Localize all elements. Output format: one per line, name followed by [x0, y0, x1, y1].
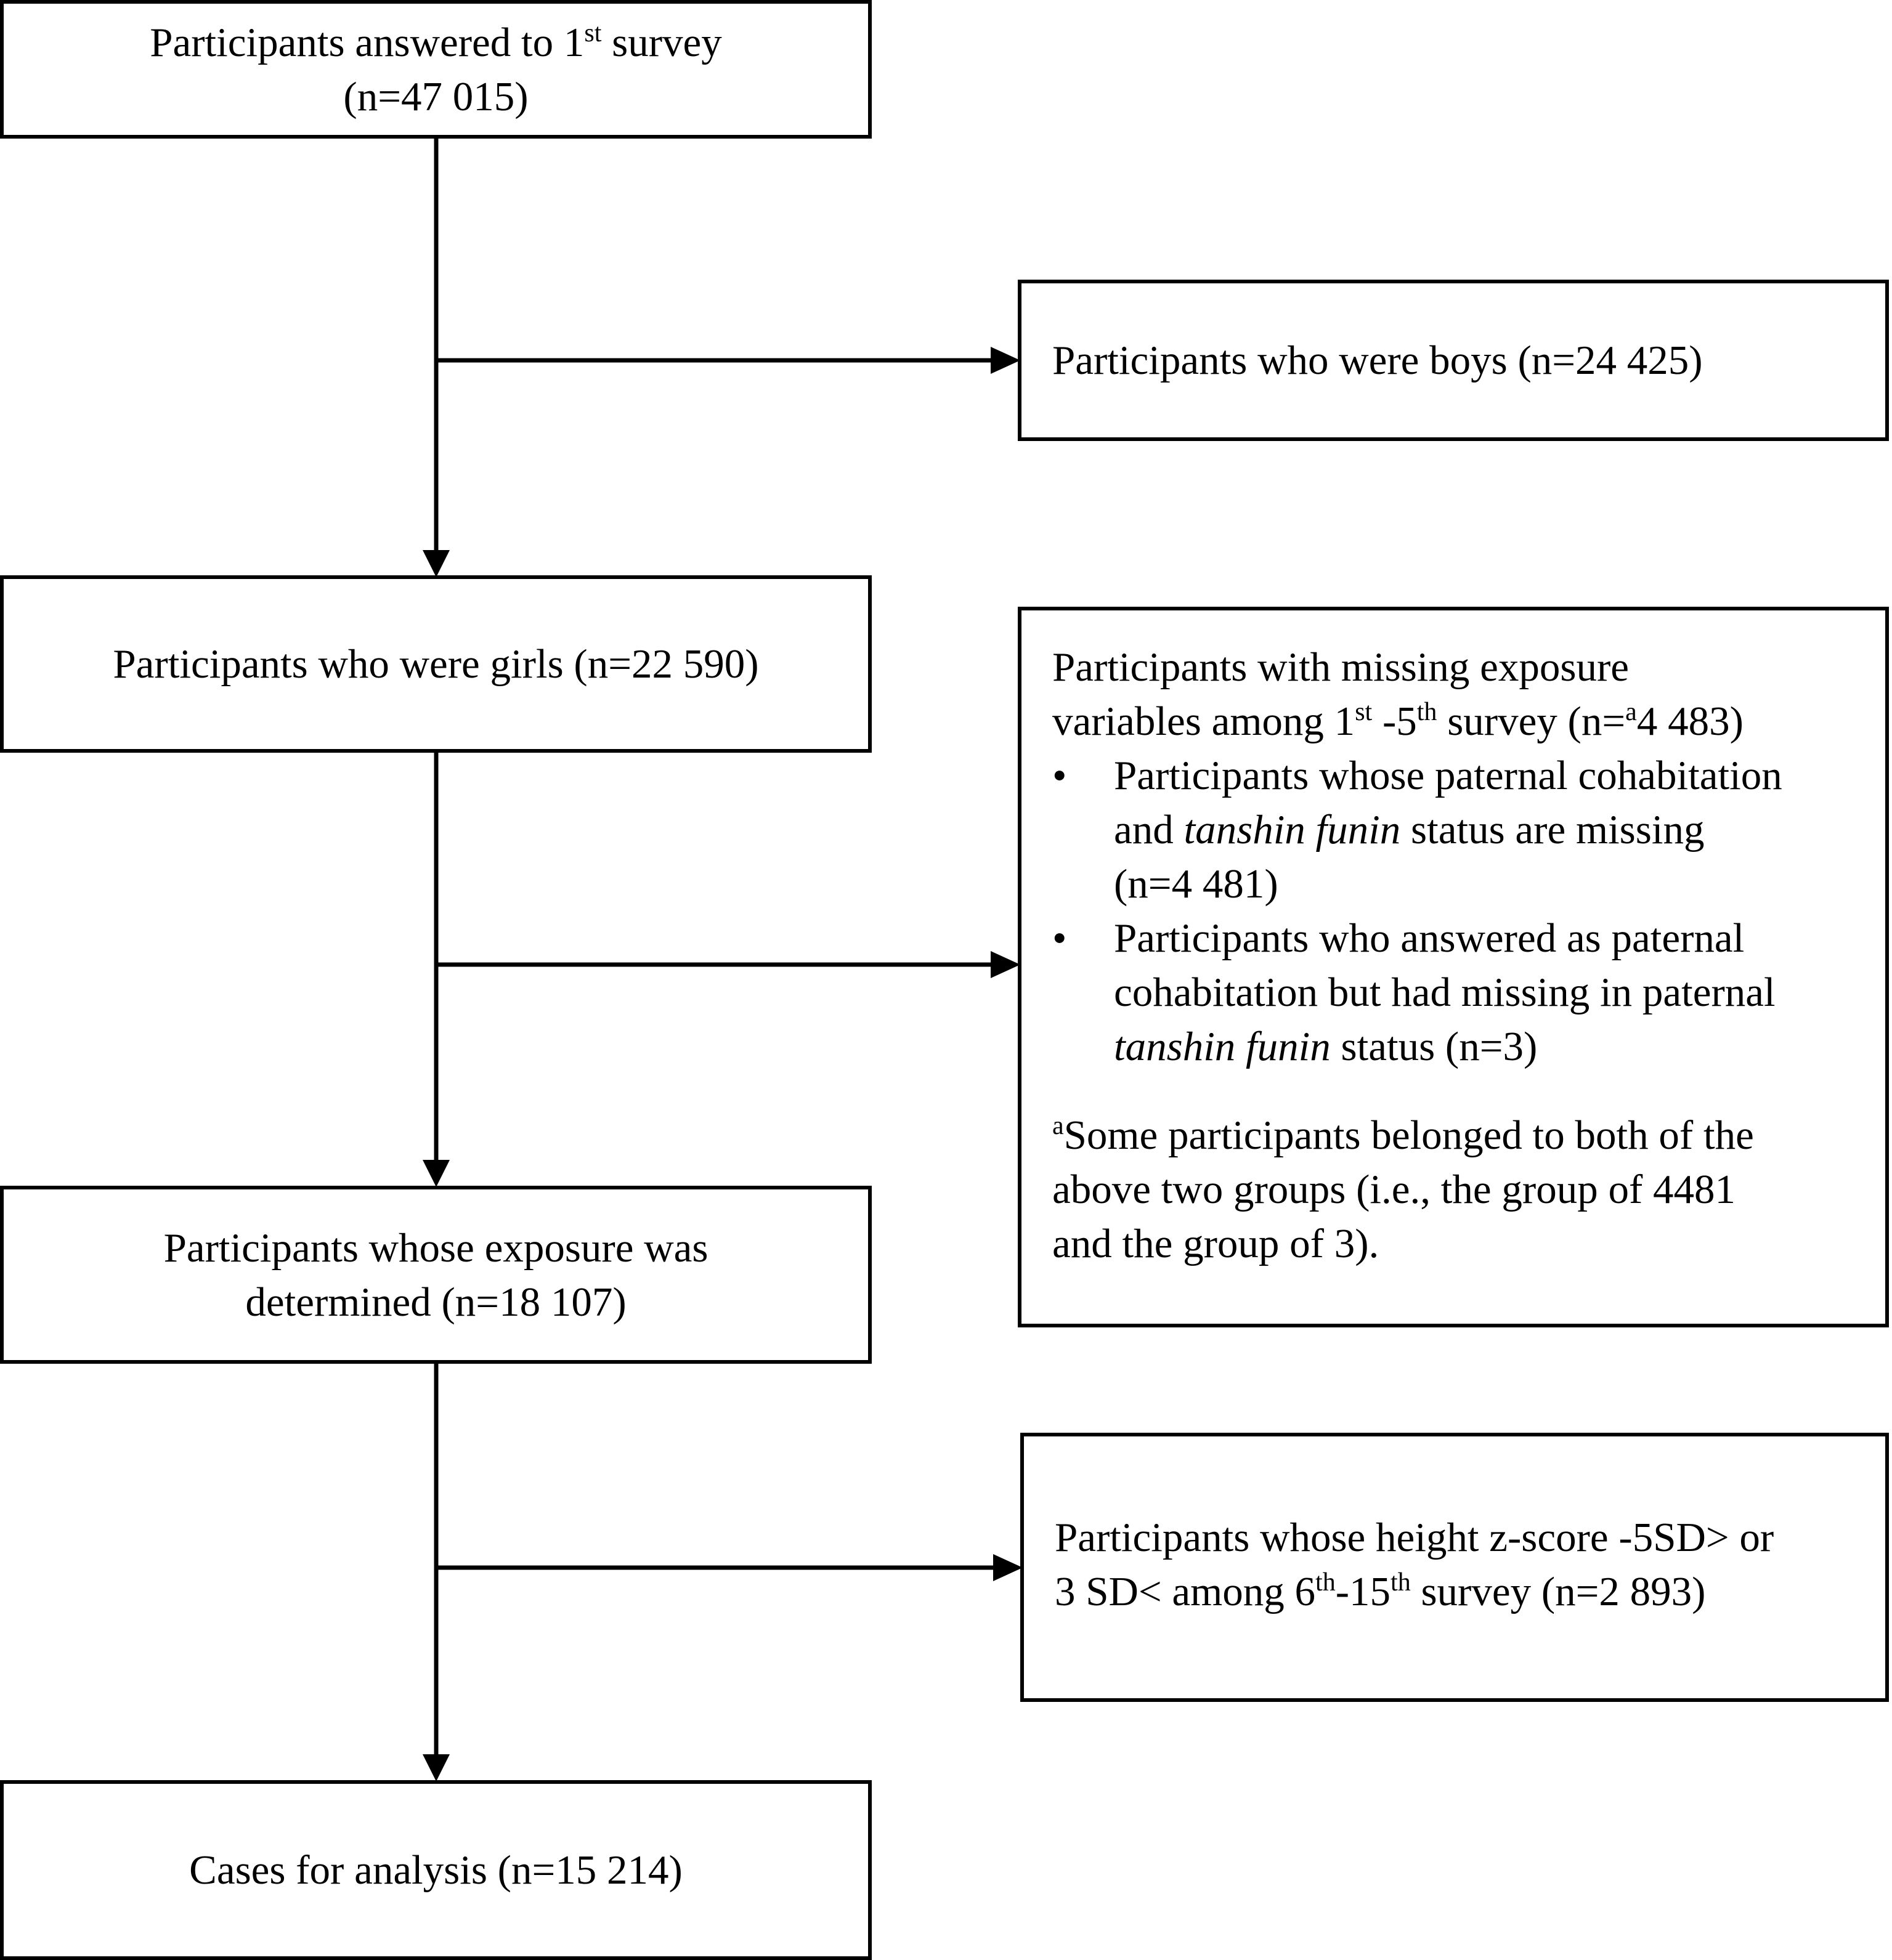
- box-exposure-determined: Participants whose exposure was determin…: [0, 1186, 872, 1364]
- box-boys: Participants who were boys (n=24 425): [1018, 280, 1889, 441]
- box-first-survey: Participants answered to 1st survey (n=4…: [0, 0, 872, 139]
- box-cases-for-analysis: Cases for analysis (n=15 214): [0, 1780, 872, 1960]
- missing-line2: variables among 1st -5th survey (n=a4 48…: [1052, 698, 1744, 744]
- arrowhead-to-boys: [991, 347, 1020, 374]
- height-line2: 3 SD< among 6th-15th survey (n=2 893): [1055, 1568, 1706, 1614]
- missing-bullet-1: • Participants whose paternal cohabitati…: [1052, 748, 1873, 911]
- bullet2-line1: Participants who answered as paternal: [1114, 915, 1745, 961]
- box-first-survey-line1: Participants answered to 1st survey: [150, 18, 722, 65]
- box-girls: Participants who were girls (n=22 590): [0, 575, 872, 753]
- box-first-survey-line2: (n=47 015): [343, 73, 529, 119]
- footnote-line1: aSome participants belonged to both of t…: [1052, 1112, 1754, 1158]
- box-missing-exposure: Participants with missing exposure varia…: [1018, 607, 1889, 1327]
- missing-line1: Participants with missing exposure: [1052, 644, 1630, 690]
- determined-line2: determined (n=18 107): [245, 1279, 627, 1325]
- arrowhead-to-girls: [423, 550, 450, 577]
- box-boys-text: Participants who were boys (n=24 425): [1052, 338, 1703, 383]
- bullet1-line3: (n=4 481): [1114, 861, 1278, 907]
- bullet2-line2: cohabitation but had missing in paternal: [1114, 970, 1776, 1015]
- box-girls-text: Participants who were girls (n=22 590): [113, 641, 759, 687]
- cases-text: Cases for analysis (n=15 214): [189, 1847, 683, 1893]
- bullet1-line1: Participants whose paternal cohabitation: [1114, 753, 1782, 798]
- determined-line1: Participants whose exposure was: [163, 1225, 708, 1271]
- bullet-dot: •: [1052, 915, 1067, 961]
- bullet1-line2: and tanshin funin status are missing: [1114, 807, 1705, 852]
- arrowhead-to-height: [993, 1554, 1023, 1581]
- missing-bullet-2: • Participants who answered as paternal …: [1052, 911, 1873, 1074]
- arrowhead-to-cases: [423, 1754, 450, 1781]
- footnote-line3: and the group of 3).: [1052, 1221, 1379, 1266]
- arrowhead-to-determined: [423, 1160, 450, 1187]
- arrowhead-to-missing: [991, 951, 1020, 978]
- box-height-zscore: Participants whose height z-score -5SD> …: [1020, 1433, 1889, 1702]
- bullet-dot: •: [1052, 753, 1067, 798]
- bullet2-line3: tanshin funin status (n=3): [1114, 1024, 1538, 1069]
- height-line1: Participants whose height z-score -5SD> …: [1055, 1515, 1774, 1560]
- footnote-line2: above two groups (i.e., the group of 448…: [1052, 1167, 1736, 1212]
